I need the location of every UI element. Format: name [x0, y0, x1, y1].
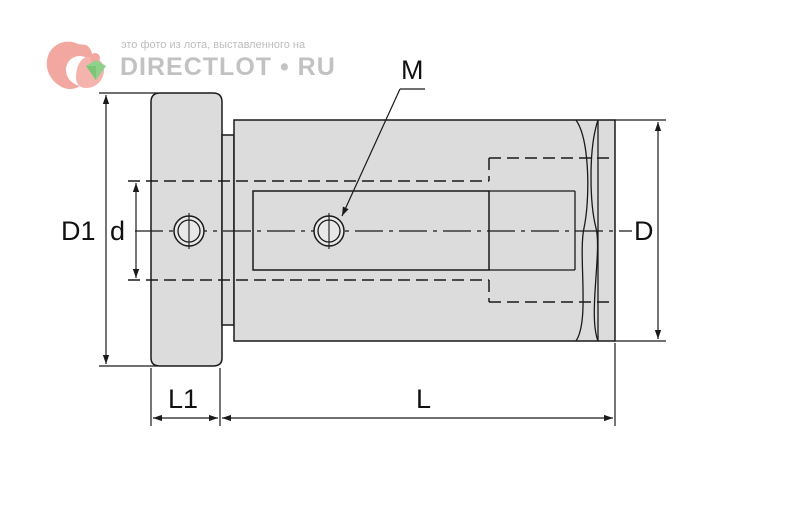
label-l: L [416, 384, 431, 414]
watermark-brand: DIRECTLOT • RU [120, 53, 336, 81]
threaded-hole-flange [173, 213, 205, 249]
squirrel-gem-icon [46, 41, 106, 89]
label-d1: D1 [61, 216, 96, 246]
label-d: d [110, 216, 125, 246]
flange-neck [221, 134, 235, 326]
hidden-bore-lines [128, 157, 615, 303]
label-m: M [401, 55, 424, 85]
watermark-caption: это фото из лота, выставленного на [121, 39, 306, 51]
label-big-d: D [634, 216, 654, 246]
label-l1: L1 [168, 384, 198, 414]
dim-big-d [615, 119, 666, 342]
watermark: это фото из лота, выставленного на DIREC… [46, 39, 336, 89]
threaded-hole-shank [313, 213, 345, 249]
leader-m [341, 88, 401, 217]
dim-l1-l [150, 343, 616, 426]
dim-d1 [99, 92, 158, 367]
